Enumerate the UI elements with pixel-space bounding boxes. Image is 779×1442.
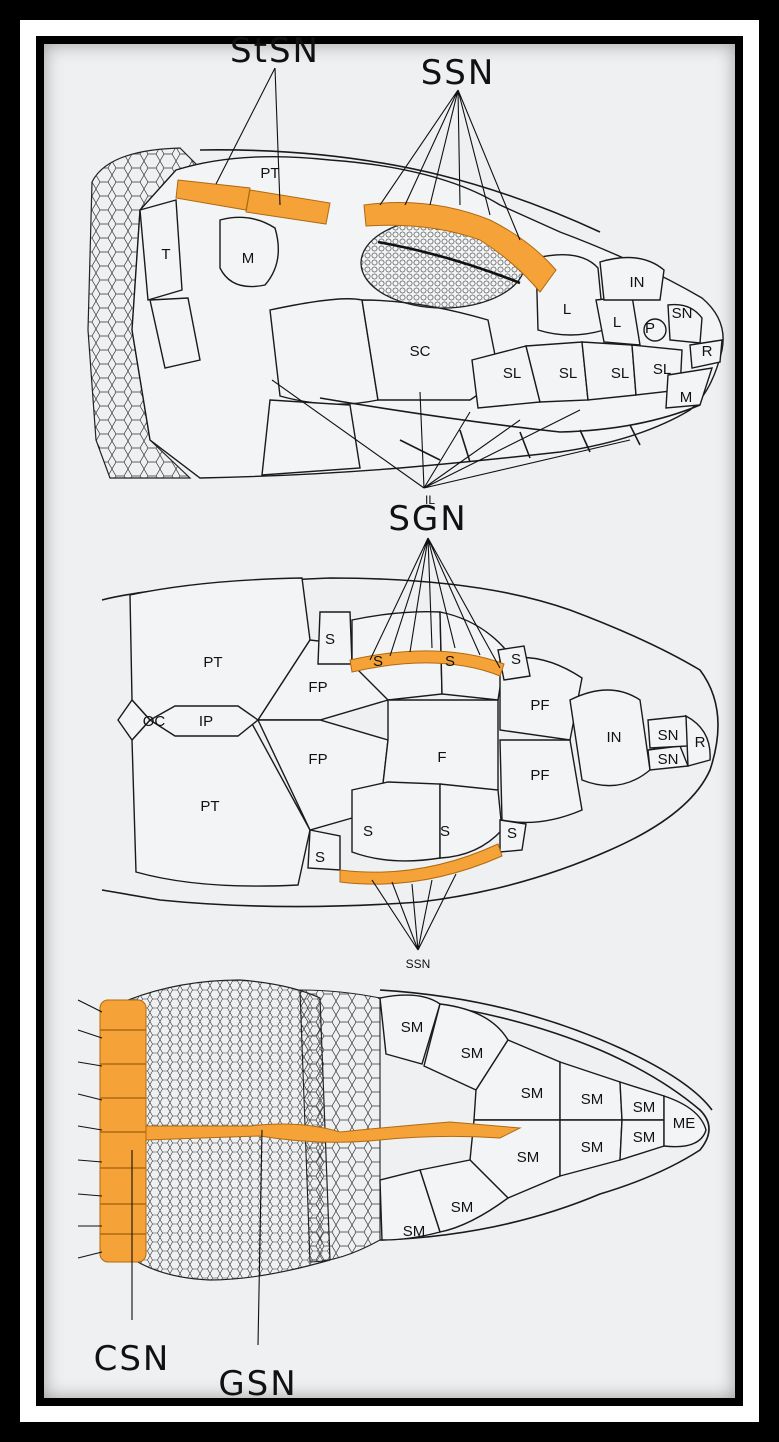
ssn-mid-label: SSN	[406, 957, 431, 971]
ventral-sm5: SM	[633, 1099, 656, 1116]
lateral-m: M	[242, 250, 255, 267]
lateral-pt: PT	[260, 165, 279, 182]
gsn-label: GSN	[218, 1364, 297, 1404]
dorsal-pf1: PF	[530, 697, 549, 714]
lateral-p: P	[645, 320, 655, 337]
dorsal-s6: S	[440, 823, 450, 840]
dorsal-s5: S	[363, 823, 373, 840]
lateral-sl3: SL	[611, 365, 629, 382]
lateral-sl4: SL	[653, 361, 671, 378]
lateral-sl2: SL	[559, 365, 577, 382]
lateral-head-view	[88, 68, 723, 488]
ventral-sm4: SM	[581, 1091, 604, 1108]
dorsal-fp2: FP	[308, 751, 327, 768]
dorsal-s4: S	[511, 651, 521, 668]
ventral-sm1: SM	[401, 1019, 424, 1036]
ventral-head-view	[78, 980, 712, 1345]
ventral-me: ME	[673, 1115, 696, 1132]
lateral-sc: SC	[410, 343, 431, 360]
ventral-sm3: SM	[521, 1085, 544, 1102]
dorsal-sn2: SN	[658, 751, 679, 768]
ventral-sm2: SM	[461, 1045, 484, 1062]
dorsal-in: IN	[607, 729, 622, 746]
stsn-label: StSN	[230, 31, 320, 71]
lateral-t: T	[161, 246, 170, 263]
dorsal-r: R	[695, 734, 706, 751]
dorsal-s8: S	[507, 825, 517, 842]
lateral-m2: M	[680, 389, 693, 406]
lateral-l2: L	[613, 314, 621, 331]
dorsal-pt1: PT	[203, 654, 222, 671]
ventral-sm8: SM	[633, 1129, 656, 1146]
sgn-label: SGN	[388, 499, 467, 539]
dorsal-s7: S	[315, 849, 325, 866]
lateral-in: IN	[630, 274, 645, 291]
dorsal-f: F	[437, 749, 446, 766]
dorsal-s2: S	[373, 653, 383, 670]
dorsal-pf2: PF	[530, 767, 549, 784]
ventral-sm7: SM	[581, 1139, 604, 1156]
dorsal-s1: S	[325, 631, 335, 648]
ssn-top-label: SSN	[421, 53, 496, 93]
ventral-sm6: SM	[517, 1149, 540, 1166]
dorsal-oc: OC	[143, 713, 166, 730]
dorsal-fp1: FP	[308, 679, 327, 696]
dorsal-sn1: SN	[658, 727, 679, 744]
lateral-sl1: SL	[503, 365, 521, 382]
lateral-sn: SN	[672, 305, 693, 322]
dorsal-ip: IP	[199, 713, 213, 730]
dorsal-s3: S	[445, 653, 455, 670]
lateral-l1: L	[563, 301, 571, 318]
ventral-sm10: SM	[403, 1223, 426, 1240]
csn-collar	[100, 1000, 146, 1262]
dorsal-pt2: PT	[200, 798, 219, 815]
dorsal-head-view	[102, 538, 718, 950]
lateral-r: R	[702, 343, 713, 360]
ventral-sm9: SM	[451, 1199, 474, 1216]
csn-label: CSN	[94, 1339, 171, 1379]
